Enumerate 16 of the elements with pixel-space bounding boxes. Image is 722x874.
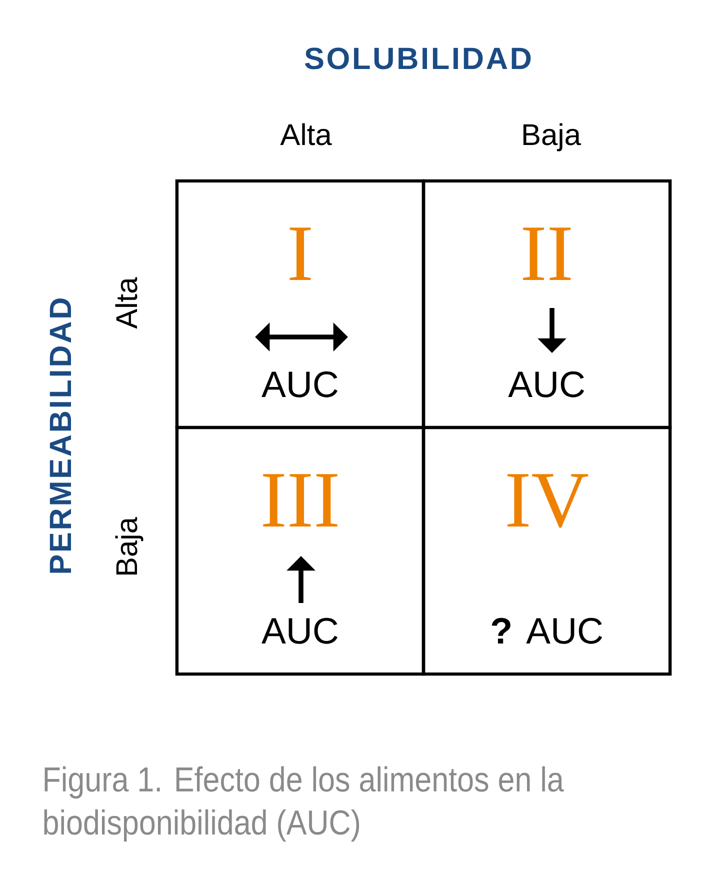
cell-label: AUC — [262, 371, 338, 398]
row-header: Baja — [115, 517, 144, 575]
axis-title: PERMEABILIDAD — [50, 298, 71, 573]
cell-label: AUC — [262, 618, 338, 644]
column-header: Baja — [523, 123, 582, 152]
cell-label: ? AUC — [492, 618, 602, 644]
roman-numeral: III — [263, 474, 338, 526]
column-header: Alta — [280, 123, 332, 146]
roman-numeral: II — [523, 228, 571, 280]
row-header: Alta — [115, 277, 138, 329]
axis-title: SOLUBILIDAD — [304, 48, 531, 70]
figure-caption: Figura 1. Efecto de los alimentos en la biodisponibilidad (AUC) — [44, 766, 564, 842]
matrix-cell — [422, 426, 672, 676]
roman-numeral: IV — [507, 474, 588, 528]
roman-numeral: I — [290, 228, 311, 280]
cell-label: AUC — [508, 371, 584, 398]
